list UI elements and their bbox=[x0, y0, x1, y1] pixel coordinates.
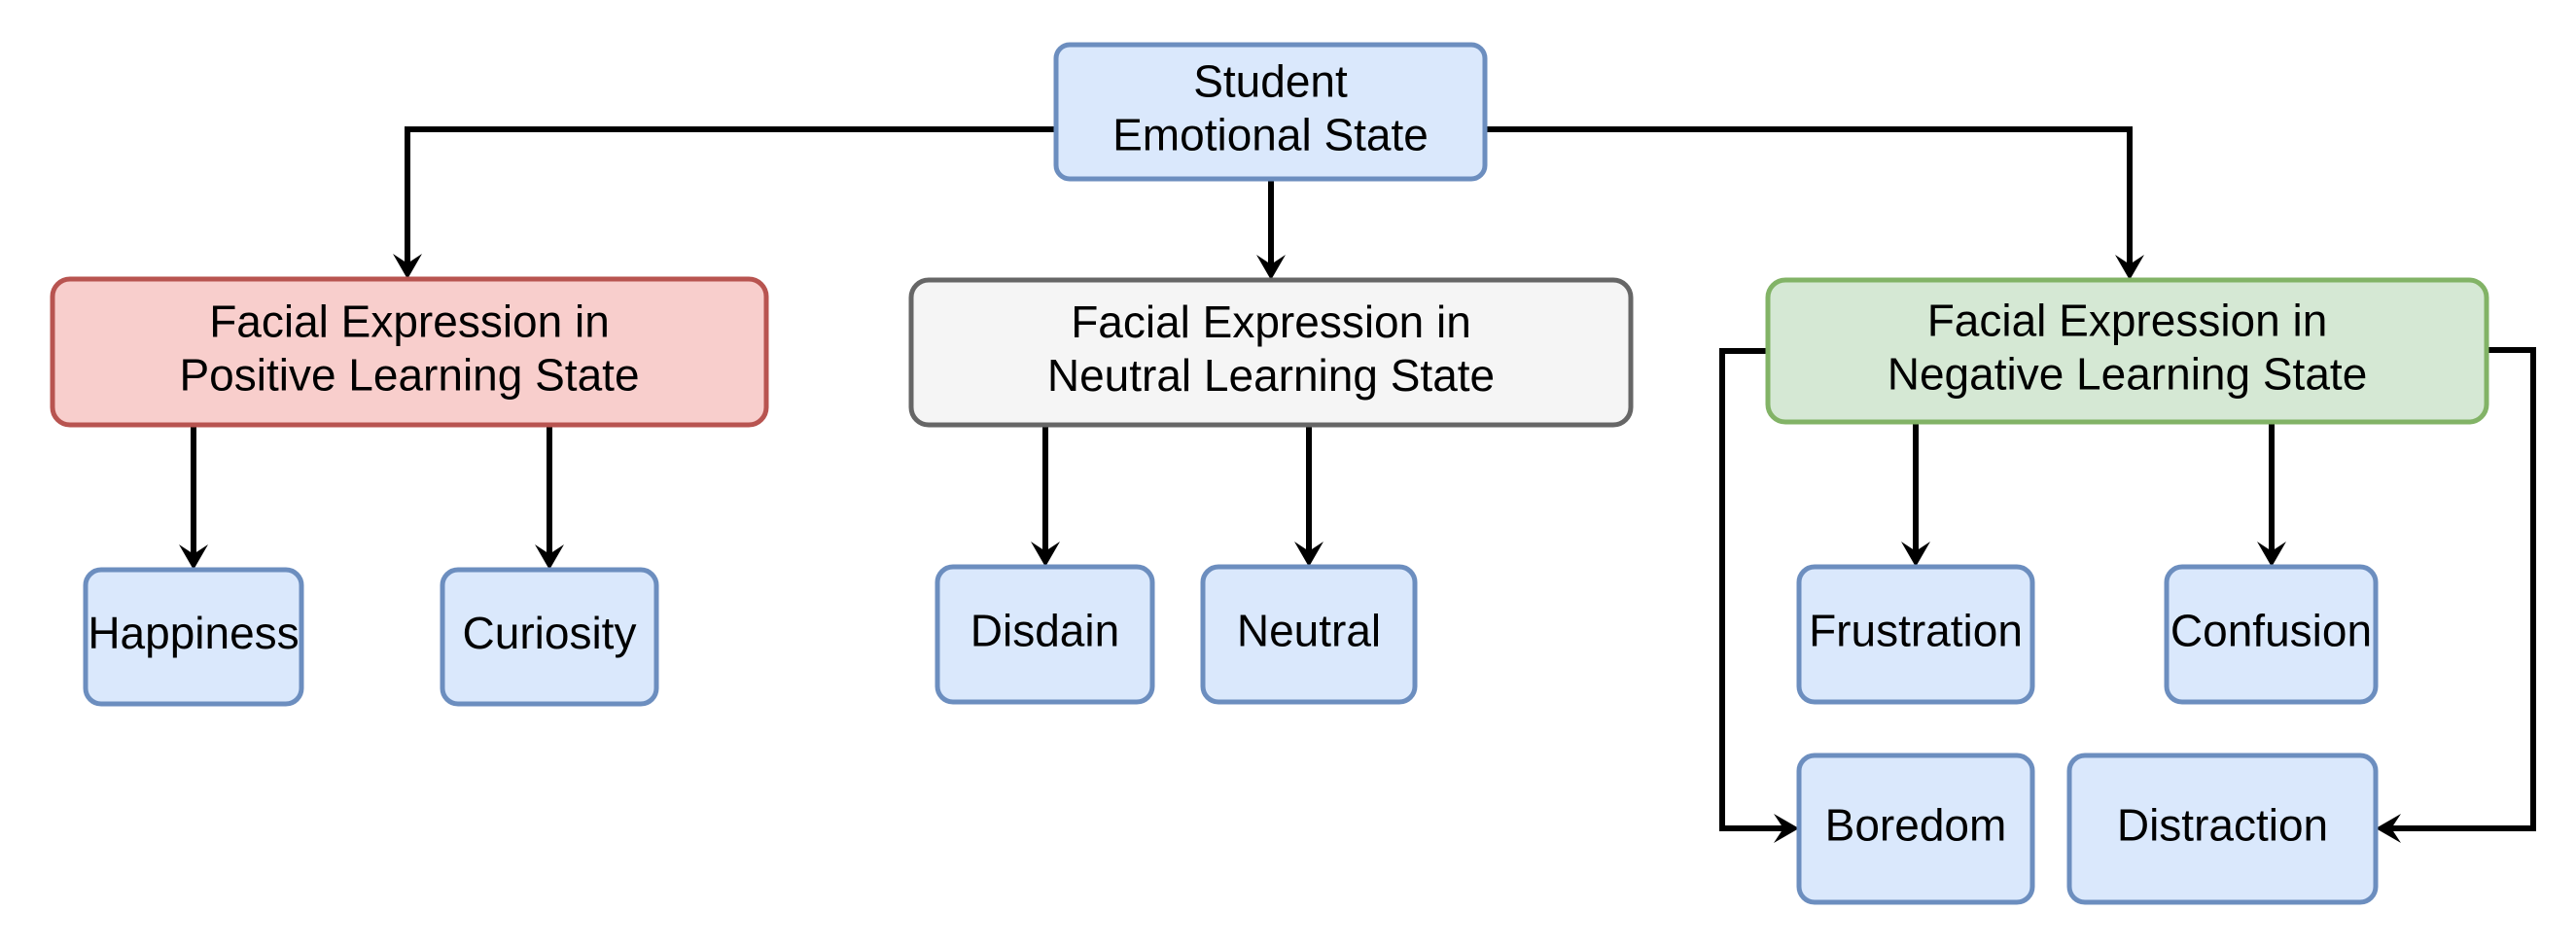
node-label-line: Disdain bbox=[970, 606, 1119, 656]
node-box[interactable] bbox=[1200, 564, 1418, 705]
edge-negative-to-boredom bbox=[1719, 348, 1799, 843]
node-confusion[interactable]: Confusion bbox=[2164, 564, 2379, 705]
node-neutral[interactable]: Neutral bbox=[1200, 564, 1418, 705]
node-label-line: Neutral bbox=[1237, 606, 1381, 656]
arrowhead-icon bbox=[535, 544, 564, 570]
edges-layer bbox=[179, 126, 2536, 843]
arrowhead-icon bbox=[2115, 255, 2144, 280]
arrowhead-icon bbox=[1031, 542, 1060, 567]
node-label: Disdain bbox=[970, 606, 1119, 656]
arrowhead-icon bbox=[179, 544, 208, 570]
node-label: Confusion bbox=[2170, 606, 2372, 656]
node-box[interactable] bbox=[2164, 564, 2379, 705]
node-label: Distraction bbox=[2117, 800, 2328, 851]
node-label-line: Neutral Learning State bbox=[1047, 350, 1495, 401]
edge-negative-to-frustration bbox=[1901, 422, 1930, 567]
edge-neutral-state-to-disdain bbox=[1031, 425, 1060, 567]
edge-positive-to-happiness bbox=[179, 425, 208, 570]
node-box[interactable] bbox=[440, 567, 659, 707]
node-label: Happiness bbox=[88, 608, 299, 658]
node-label-line: Confusion bbox=[2170, 606, 2372, 656]
edge-positive-to-curiosity bbox=[535, 425, 564, 570]
edge-root-to-negative bbox=[1485, 126, 2144, 280]
arrowhead-icon bbox=[1294, 542, 1323, 567]
node-label-line: Negative Learning State bbox=[1888, 349, 2368, 400]
edge-line bbox=[1485, 126, 2133, 268]
edge-negative-to-confusion bbox=[2257, 422, 2286, 567]
edge-root-to-positive bbox=[393, 126, 1056, 279]
node-frustration[interactable]: Frustration bbox=[1796, 564, 2035, 705]
edge-line bbox=[2387, 347, 2536, 831]
node-label-line: Facial Expression in bbox=[1071, 297, 1471, 347]
node-label: Neutral bbox=[1237, 606, 1381, 656]
node-box[interactable] bbox=[50, 276, 769, 428]
node-box[interactable] bbox=[908, 277, 1634, 428]
node-label-line: Curiosity bbox=[463, 608, 637, 658]
node-label: Frustration bbox=[1809, 606, 2023, 656]
node-label-line: Facial Expression in bbox=[209, 297, 610, 347]
node-label-line: Distraction bbox=[2117, 800, 2328, 851]
node-label-line: Student bbox=[1193, 56, 1348, 107]
node-label-line: Frustration bbox=[1809, 606, 2023, 656]
arrowhead-icon bbox=[1901, 542, 1930, 567]
node-box[interactable] bbox=[1765, 277, 2489, 425]
node-box[interactable] bbox=[1796, 564, 2035, 705]
node-box[interactable] bbox=[2066, 753, 2379, 905]
node-label-line: Positive Learning State bbox=[179, 350, 639, 401]
arrowhead-icon bbox=[393, 254, 422, 279]
arrowhead-icon bbox=[2257, 542, 2286, 567]
edge-neutral-state-to-neutral bbox=[1294, 425, 1323, 567]
node-label-line: Facial Expression in bbox=[1927, 296, 2328, 346]
node-label-line: Emotional State bbox=[1112, 110, 1429, 160]
node-happiness[interactable]: Happiness bbox=[83, 567, 304, 707]
edge-root-to-neutral-state bbox=[1256, 179, 1286, 280]
node-label: Curiosity bbox=[463, 608, 637, 658]
edge-line bbox=[405, 126, 1056, 267]
node-box[interactable] bbox=[1796, 753, 2035, 905]
node-box[interactable] bbox=[935, 564, 1155, 705]
arrowhead-icon bbox=[1256, 255, 1286, 280]
node-distraction[interactable]: Distraction bbox=[2066, 753, 2379, 905]
edge-line bbox=[1719, 348, 1787, 831]
node-boredom[interactable]: Boredom bbox=[1796, 753, 2035, 905]
node-label-line: Happiness bbox=[88, 608, 299, 658]
node-box[interactable] bbox=[1053, 42, 1488, 182]
node-box[interactable] bbox=[83, 567, 304, 707]
arrowhead-icon bbox=[1774, 814, 1799, 843]
node-disdain[interactable]: Disdain bbox=[935, 564, 1155, 705]
node-label: Boredom bbox=[1825, 800, 2007, 851]
arrowhead-icon bbox=[2376, 814, 2401, 843]
edge-negative-to-distraction bbox=[2376, 347, 2536, 843]
node-label-line: Boredom bbox=[1825, 800, 2007, 851]
node-curiosity[interactable]: Curiosity bbox=[440, 567, 659, 707]
